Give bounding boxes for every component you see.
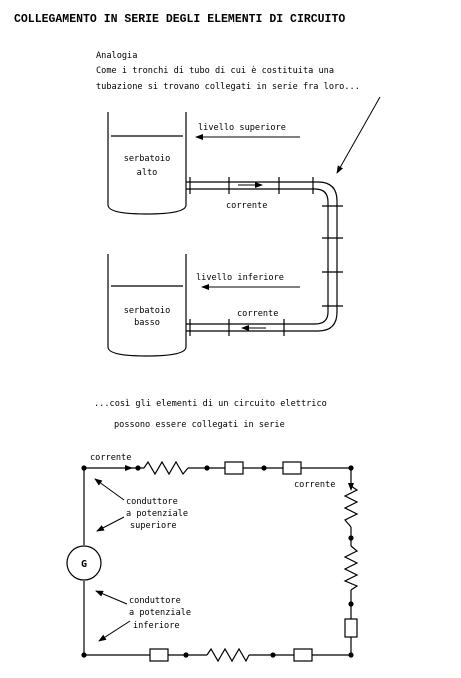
analogy-pointer-arrow <box>336 96 381 174</box>
component-box-top-1 <box>224 461 244 475</box>
circuit-wires <box>83 467 352 656</box>
current-right-label: corrente <box>294 480 335 490</box>
lower-conductor-label-2: a potenziale <box>129 608 191 618</box>
resistor-top <box>143 460 189 476</box>
resistor-bottom <box>206 647 250 663</box>
tank-low-label-1: serbatoio <box>124 306 171 316</box>
analogy-heading: Analogia <box>96 51 137 61</box>
upper-conductor-label-3: superiore <box>130 521 177 531</box>
junction-dots <box>81 465 354 658</box>
component-box-top-2 <box>282 461 302 475</box>
upper-level-label: livello superiore <box>198 123 286 133</box>
tank-high-outline <box>107 112 187 215</box>
tank-low-label-2: basso <box>134 318 160 328</box>
tank-high-label-2: alto <box>137 168 158 178</box>
pipe-inner-wall <box>186 188 329 325</box>
upper-conductor-label-1: conduttore <box>126 497 178 507</box>
lower-level-label: livello inferiore <box>196 273 284 283</box>
current-bottom-label: corrente <box>237 309 278 319</box>
tank-low-outline <box>107 254 187 357</box>
component-box-right <box>344 618 358 638</box>
component-box-bottom-1 <box>149 648 169 662</box>
component-box-bottom-2 <box>293 648 313 662</box>
lower-conductor-label-1: conduttore <box>129 596 181 606</box>
current-left-label: corrente <box>90 453 131 463</box>
page-title: COLLEGAMENTO IN SERIE DEGLI ELEMENTI DI … <box>14 13 345 26</box>
generator-label: G <box>81 559 87 570</box>
upper-conductor-label-2: a potenziale <box>126 509 188 519</box>
lower-conductor-label-3: inferiore <box>133 621 180 631</box>
tank-high-label-1: serbatoio <box>124 154 171 164</box>
circuit-intro-line-2: possono essere collegati in serie <box>114 420 285 430</box>
upper-conductor-arrow-2 <box>96 516 125 532</box>
current-top-label: corrente <box>226 201 267 211</box>
generator-symbol <box>66 545 102 581</box>
analogy-line-2: tubazione si trovano collegati in serie … <box>96 82 360 92</box>
analogy-line-1: Come i tronchi di tubo di cui è costitui… <box>96 65 334 76</box>
resistor-right-upper <box>343 485 359 528</box>
resistor-right-lower <box>343 545 359 591</box>
upper-conductor-arrow-1 <box>94 478 125 501</box>
lower-conductor-arrow-1 <box>95 590 128 605</box>
pipe-outer-wall <box>186 181 338 332</box>
circuit-intro-line-1: ...così gli elementi di un circuito elet… <box>94 399 327 409</box>
lower-conductor-arrow-2 <box>98 620 131 642</box>
